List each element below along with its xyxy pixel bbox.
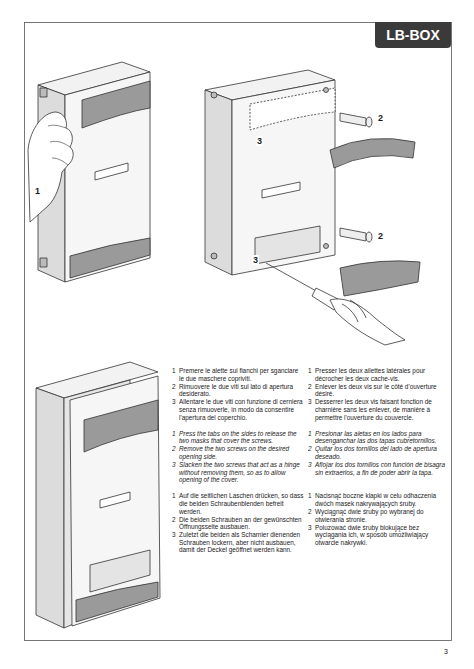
box-masks-removed (205, 70, 335, 275)
instruction-text: Quitar los dos tornillos del lado de ape… (315, 445, 447, 460)
callout-number: 3 (256, 136, 263, 146)
instruction-text: Aflojar los dos tornillos con función de… (315, 461, 447, 476)
screwdriver (266, 263, 405, 345)
page-number: 3 (444, 648, 448, 656)
instruction-text: Poluzować dwie śruby blokujące bez wycią… (315, 524, 447, 547)
instruction-text: Nacisnąć boczne klapki w celu odhaczenia… (315, 492, 447, 507)
step-number: 3 (308, 524, 312, 532)
instruction-text: Enlever les deux vis sur le côté d'ouver… (315, 383, 447, 398)
step-number: 2 (308, 508, 312, 516)
step-number: 3 (308, 461, 312, 469)
instruction-text: Zuletzt die beiden als Scharnier dienend… (179, 531, 305, 554)
callout-number: 1 (34, 186, 41, 196)
step-number: 1 (308, 492, 312, 500)
page-frame (25, 23, 452, 641)
step-number: 2 (172, 445, 176, 453)
step-number: 1 (172, 430, 176, 438)
step-number: 1 (172, 367, 176, 375)
instruction-text: Rimuovere le due viti sul lato di apertu… (179, 383, 305, 398)
box-open (36, 362, 160, 628)
title-tab-bg (375, 22, 451, 48)
screw (340, 113, 372, 242)
instruction-text: Allentare le due viti con funzione di ce… (179, 398, 305, 421)
instruction-text: Remove the two screws on the desired ope… (179, 445, 305, 460)
screw-mask (330, 138, 415, 168)
instruction-text: Slacken the two screws that act as a hin… (179, 461, 305, 484)
step-number: 3 (172, 531, 176, 539)
instruction-text: Press the tabs on the sides to release t… (179, 430, 305, 445)
screw-mask (340, 261, 420, 296)
instruction-text: Wyciągnąć dwie śruby po wybranej do otwi… (315, 508, 447, 523)
callout-number: 3 (252, 255, 259, 265)
callout-number: 2 (377, 231, 384, 241)
step-number: 1 (308, 430, 312, 438)
step-number: 2 (172, 516, 176, 524)
step-number: 2 (308, 445, 312, 453)
instruction-text: Premere le alette sui fianchi per sganci… (179, 367, 305, 382)
step-number: 3 (308, 398, 312, 406)
instruction-text: Auf die seitlichen Laschen drücken, so d… (179, 492, 305, 515)
step-number: 1 (308, 367, 312, 375)
instruction-text: Desserrer les deux vis faisant fonction … (315, 398, 447, 421)
hand (28, 112, 73, 222)
title-tab: LB-BOX (386, 27, 440, 43)
step-number: 2 (308, 383, 312, 391)
instruction-text: Die beiden Schrauben an der gewünschten … (179, 516, 305, 531)
step-number: 3 (172, 461, 176, 469)
instruction-text: Presionar las aletas en los lados para d… (315, 430, 447, 445)
callout-number: 2 (377, 113, 384, 123)
step-number: 1 (172, 492, 176, 500)
instruction-text: Presser les deux ailettes latérales pour… (315, 367, 447, 382)
step-number: 2 (172, 383, 176, 391)
step-number: 3 (172, 398, 176, 406)
